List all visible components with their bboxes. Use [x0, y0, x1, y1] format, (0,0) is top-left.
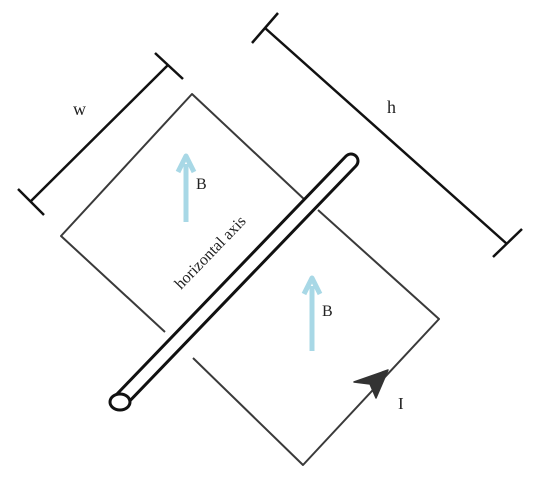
field-arrow-upper — [175, 153, 197, 222]
width-dimension — [17, 52, 184, 216]
current-arrow-icon — [353, 369, 389, 399]
height-label: h — [387, 97, 396, 117]
width-label: w — [73, 99, 86, 119]
current-label: I — [398, 394, 404, 413]
field-label-upper: B — [196, 176, 207, 193]
loop-upper-panel — [60, 93, 306, 333]
height-dimension — [251, 12, 523, 258]
horizontal-axis-rod — [108, 152, 360, 412]
loop-lower-panel — [192, 209, 440, 466]
field-label-lower: B — [322, 303, 333, 320]
field-arrow-lower — [301, 275, 323, 351]
